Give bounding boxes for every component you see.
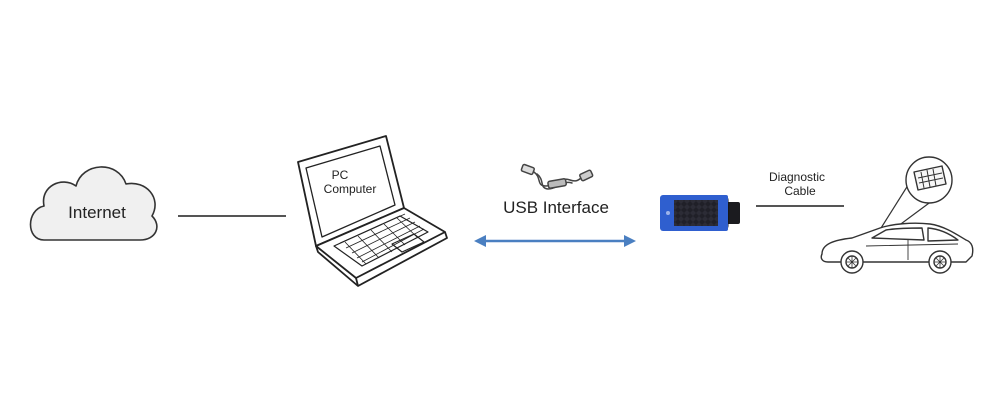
usb-interface-label: USB Interface — [503, 198, 609, 217]
diagnostic-cable-label-line2: Cable — [784, 184, 816, 198]
laptop-icon — [297, 135, 448, 287]
usb-cable-icon — [520, 163, 594, 190]
cloud-icon — [29, 166, 158, 241]
internet-label: Internet — [68, 203, 126, 222]
car-icon — [820, 156, 974, 274]
pc-label-line1: PC — [331, 168, 349, 182]
diagnostic-cable-label-line1: Diagnostic — [768, 170, 826, 184]
pc-interface-double-arrow — [474, 235, 636, 247]
pc-label-line2: Computer — [323, 182, 377, 196]
obd-interface-device-icon — [660, 195, 740, 231]
